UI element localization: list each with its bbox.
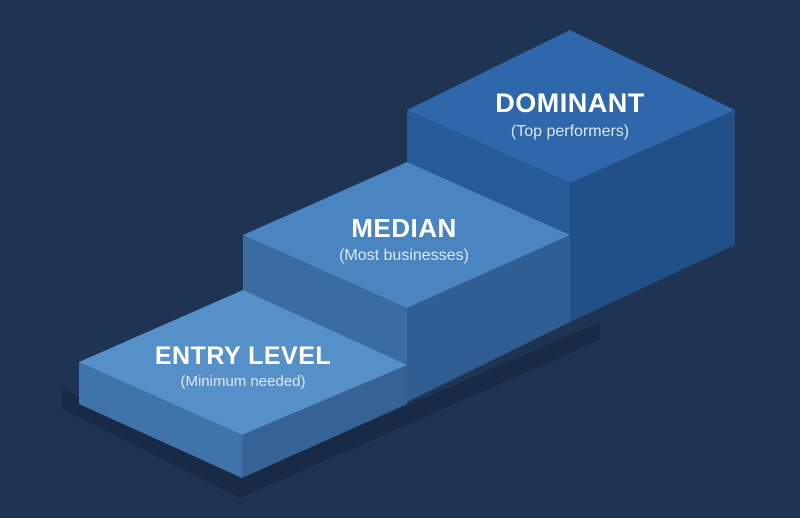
step-median-title: MEDIAN: [351, 213, 457, 243]
step-median-subtitle: (Most businesses): [339, 247, 469, 264]
step-dominant-subtitle: (Top performers): [511, 123, 629, 140]
step-entry-level-title: ENTRY LEVEL: [155, 342, 331, 370]
step-median-top-face: [243, 162, 570, 308]
step-dominant-top-face: [407, 30, 735, 183]
step-entry-level-top-face: [79, 290, 407, 435]
step-dominant-side-face: [570, 110, 735, 322]
step-median: MEDIAN (Most businesses): [243, 162, 570, 402]
step-entry-level-subtitle: (Minimum needed): [180, 373, 305, 390]
step-entry-level-side-face: [242, 365, 407, 478]
step-entry-level-front-face: [79, 362, 242, 478]
step-entry-level: ENTRY LEVEL (Minimum needed): [79, 290, 407, 478]
step-dominant-title: DOMINANT: [495, 88, 644, 118]
step-median-side-face: [407, 235, 570, 402]
